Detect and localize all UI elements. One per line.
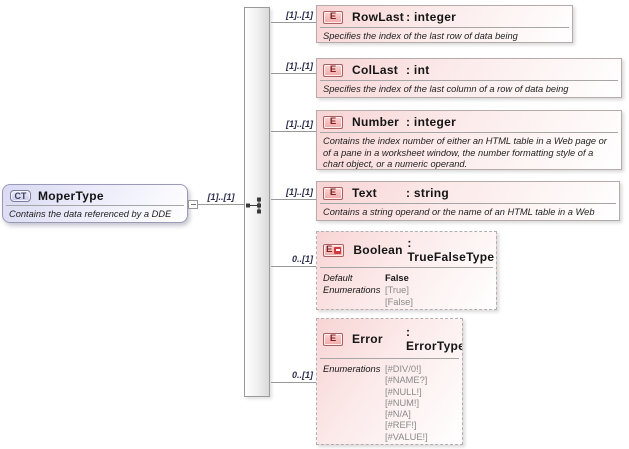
element-name: RowLast — [352, 10, 405, 24]
element-header: E ColLast : int — [317, 59, 621, 80]
minus-icon — [190, 204, 196, 205]
enum-value: [True] — [385, 285, 409, 295]
element-annotation: Contains the index number of either an H… — [323, 136, 607, 170]
element-header: E Text : string — [317, 182, 619, 203]
divider — [6, 205, 184, 206]
divider — [320, 358, 459, 359]
divider — [320, 27, 569, 28]
complextype-header: CT MoperType — [3, 185, 187, 205]
element-annotation: Specifies the index of the last row of d… — [323, 31, 518, 41]
element-badge: E — [323, 115, 343, 129]
enum-value: [#NULL!] — [385, 386, 422, 397]
element-type: : ErrorType — [406, 325, 463, 353]
connector-line — [271, 382, 316, 383]
element-badge: E — [323, 332, 343, 346]
cardinality-label: [1]..[1] — [207, 192, 235, 202]
complextype-annotation: Contains the data referenced by a DDE li… — [9, 209, 172, 222]
connector-line — [271, 199, 316, 200]
connector-line — [271, 73, 316, 74]
element-header: E RowLast : integer — [317, 6, 572, 27]
element-collast-box[interactable]: E ColLast : int Specifies the index of t… — [316, 58, 622, 98]
connector-line — [271, 22, 316, 23]
enum-value: [#NAME?] — [385, 375, 428, 386]
element-header: E Number : integer — [317, 111, 621, 132]
element-type: : TrueFalseType — [407, 236, 495, 264]
element-type: : string — [406, 186, 450, 200]
element-name: Number — [352, 115, 400, 129]
element-name: ColLast — [352, 63, 399, 77]
facet-table: Enumerations [#DIV/0!] [#NAME?] [#NULL!]… — [317, 359, 462, 444]
element-text-box[interactable]: E Text : string Contains a string operan… — [316, 181, 620, 221]
cardinality-label: 0..[1] — [291, 254, 313, 264]
element-annotation: Specifies the index of the last column o… — [323, 84, 569, 97]
enum-value: [False] — [385, 297, 413, 307]
divider — [320, 80, 618, 81]
element-type: : integer — [406, 115, 457, 129]
enum-value: [#N/A] — [385, 409, 411, 420]
element-type: : integer — [406, 10, 457, 24]
sequence-icon — [246, 197, 261, 214]
collapse-handle-icon[interactable] — [188, 200, 198, 209]
cardinality-label: [1]..[1] — [286, 10, 313, 20]
facet-enum-values: [True] [False] — [385, 284, 490, 308]
element-rowlast-box[interactable]: E RowLast : integer Specifies the index … — [316, 5, 573, 43]
element-header: E Error : ErrorType — [317, 319, 462, 358]
cardinality-label: [1]..[1] — [286, 119, 313, 129]
facet-enum-values: [#DIV/0!] [#NAME?] [#NULL!] [#NUM!] [#N/… — [385, 364, 456, 443]
sequence-compositor-bar[interactable] — [244, 7, 270, 397]
facet-label-enumerations: Enumerations — [323, 364, 381, 374]
enum-value: [#NUM!] — [385, 397, 420, 408]
default-marker-icon — [334, 246, 342, 254]
enum-value: [#REF!] — [385, 420, 417, 431]
divider — [320, 203, 616, 204]
divider — [320, 267, 493, 268]
enum-value: [#DIV/0!] — [385, 364, 422, 374]
connector-line — [271, 266, 316, 267]
cardinality-label: 0..[1] — [291, 370, 313, 380]
cardinality-label: [1]..[1] — [286, 61, 313, 71]
element-badge: E — [323, 186, 343, 200]
element-number-box[interactable]: E Number : integer Contains the index nu… — [316, 110, 622, 170]
facet-table: Default False Enumerations [True] [False… — [317, 268, 496, 309]
complextype-title: MoperType — [38, 189, 104, 203]
connector-line — [198, 204, 244, 205]
element-badge: E — [323, 10, 343, 24]
facet-label-enumerations: Enumerations — [323, 285, 381, 295]
element-boolean-box[interactable]: E Boolean : TrueFalseType Default False … — [316, 231, 497, 310]
element-name: Error — [352, 332, 383, 346]
facet-default-value: False — [385, 273, 409, 283]
facet-label-default: Default — [323, 273, 353, 283]
element-header: E Boolean : TrueFalseType — [317, 232, 496, 267]
element-annotation: Contains a string operand or the name of… — [323, 207, 595, 220]
element-name: Text — [352, 186, 377, 200]
element-badge-letter: E — [326, 244, 333, 255]
complextype-mopertype-box[interactable]: CT MoperType Contains the data reference… — [2, 184, 188, 223]
element-type: : int — [406, 63, 430, 77]
enum-value: [#VALUE!] — [385, 431, 428, 442]
element-default-badge: E — [323, 243, 345, 257]
connector-line — [271, 131, 316, 132]
element-error-box[interactable]: E Error : ErrorType Enumerations [#DIV/0… — [316, 318, 463, 445]
complextype-badge: CT — [10, 190, 31, 202]
element-badge: E — [323, 63, 343, 77]
divider — [320, 132, 618, 133]
cardinality-label: [1]..[1] — [286, 187, 313, 197]
element-name: Boolean — [353, 243, 403, 257]
